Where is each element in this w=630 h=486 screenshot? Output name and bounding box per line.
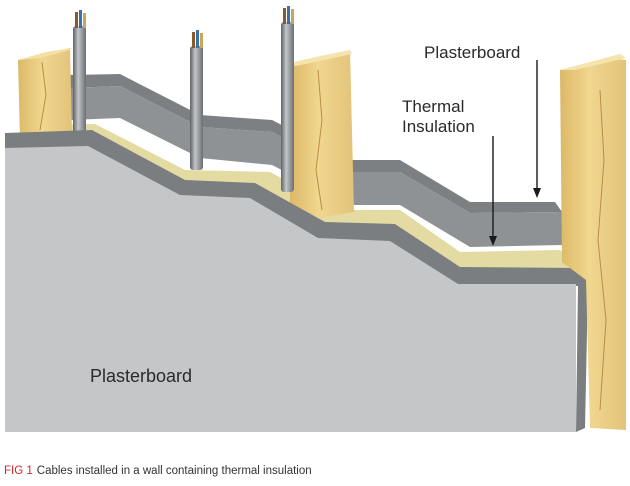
- timber-grain-right: [597, 89, 607, 411]
- front-plasterboard-face: [5, 146, 576, 432]
- cable-left: [73, 10, 86, 138]
- arrow-thermal-insulation: [489, 136, 497, 246]
- label-thermal-line2: Insulation: [402, 116, 475, 136]
- wall-cross-section-illustration: [5, 6, 626, 432]
- cable-middle: [190, 30, 203, 170]
- arrow-plasterboard-top: [533, 60, 541, 198]
- label-thermal-insulation: Thermal Insulation: [402, 97, 475, 136]
- timber-stud-middle-top: [290, 50, 352, 66]
- timber-stud-right: [560, 58, 626, 430]
- label-thermal-line1: Thermal: [402, 97, 465, 116]
- label-plasterboard-rear: Plasterboard: [424, 43, 521, 62]
- timber-stud-right-top: [560, 54, 626, 70]
- timber-stud-middle: [290, 50, 354, 218]
- cable-right: [281, 6, 294, 192]
- front-plasterboard-edge: [5, 130, 588, 432]
- timber-grain-left: [39, 61, 47, 131]
- figure-caption-text: Cables installed in a wall containing th…: [36, 465, 312, 477]
- timber-stud-left-top: [18, 48, 72, 60]
- label-plasterboard-front: Plasterboard: [90, 366, 193, 386]
- timber-grain-middle: [315, 69, 323, 211]
- figure-number: FIG 1: [4, 465, 33, 477]
- timber-stud-left: [18, 48, 72, 138]
